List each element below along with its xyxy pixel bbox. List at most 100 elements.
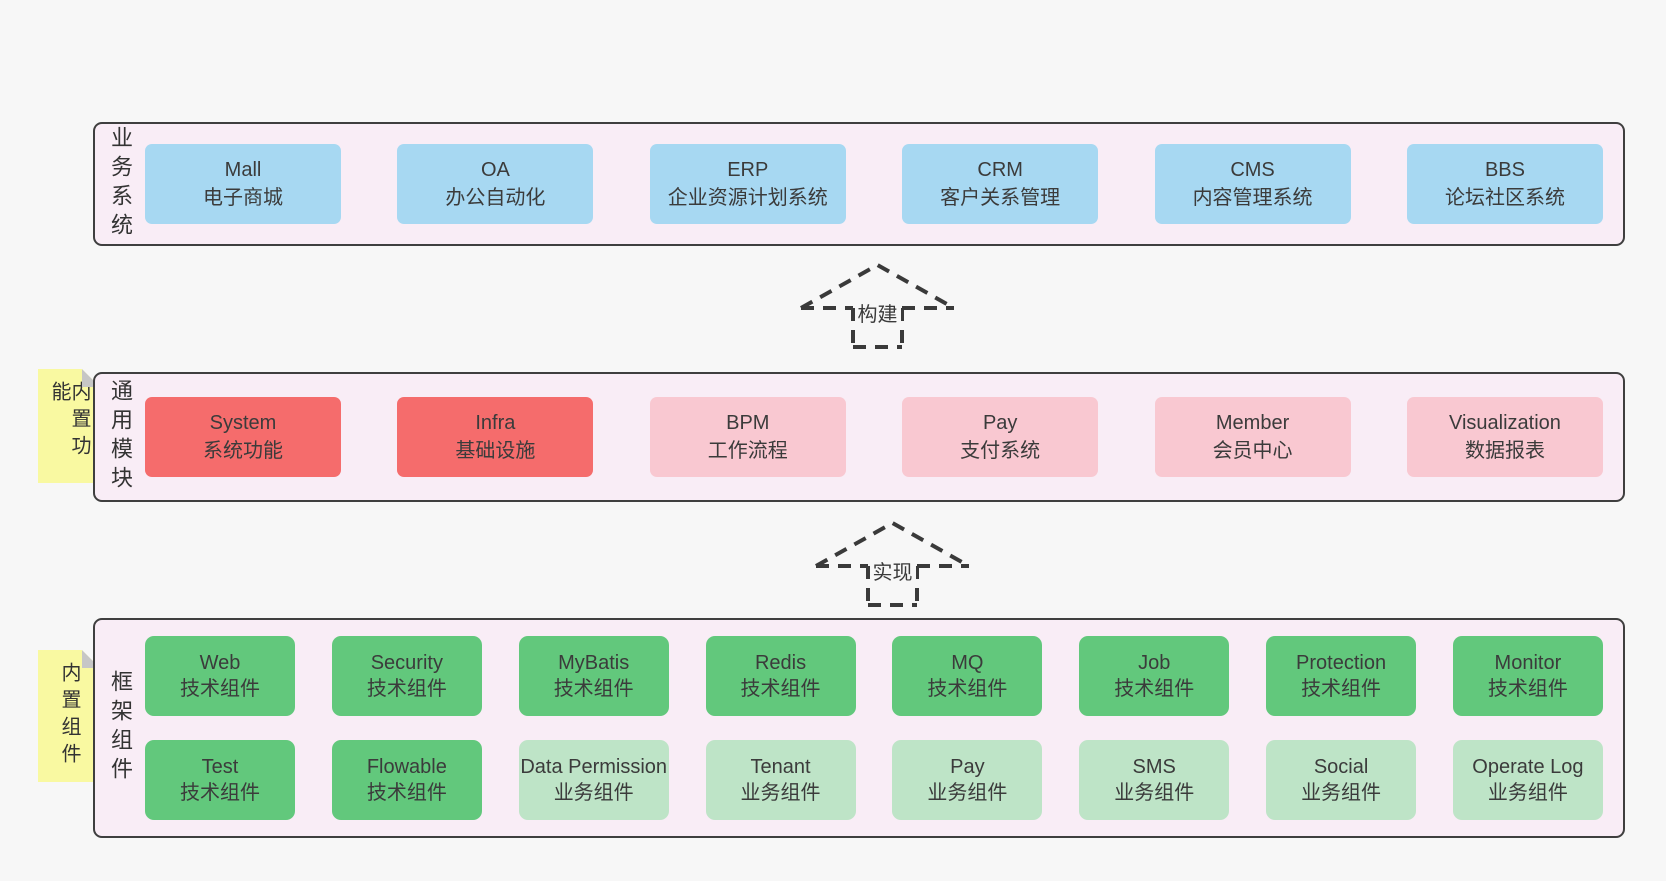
module-boxes: System 系统功能 Infra 基础设施 BPM 工作流程 Pay 支付系统… [145, 374, 1623, 500]
box-system: System 系统功能 [145, 397, 341, 477]
box-oa: OA 办公自动化 [397, 144, 594, 224]
box-bpm: BPM 工作流程 [649, 397, 846, 477]
note-built-in-components: 内置组件 [38, 650, 100, 782]
box-title: Data Permission [520, 756, 668, 778]
box-subtitle: 客户关系管理 [940, 187, 1061, 209]
note-built-in-features: 内置功能 [38, 369, 100, 483]
arrow-build: 构建 [795, 256, 960, 351]
box-mq: MQ 技术组件 [892, 636, 1043, 716]
box-title: MQ [951, 652, 984, 674]
box-subtitle: 技术组件 [1487, 678, 1568, 700]
arrow-implement-label: 实现 [869, 556, 916, 585]
box-title: CRM [977, 159, 1023, 181]
box-test: Test 技术组件 [145, 740, 295, 820]
note-text: 内置组件 [58, 662, 80, 770]
box-subtitle: 内容管理系统 [1192, 187, 1313, 209]
layer-framework-components: 框架组件 Web 技术组件 Security 技术组件 MyBatis 技术组件… [93, 618, 1625, 838]
box-title: Member [1215, 412, 1290, 434]
layer-label-framework: 框架组件 [95, 620, 145, 836]
box-title: Job [1138, 652, 1171, 674]
box-subtitle: 技术组件 [366, 678, 447, 700]
arrow-build-label: 构建 [854, 298, 901, 327]
box-pay: Pay 支付系统 [902, 397, 1099, 477]
box-subtitle: 技术组件 [927, 678, 1008, 700]
box-subtitle: 技术组件 [366, 782, 447, 804]
box-subtitle: 基础设施 [455, 440, 536, 462]
box-operate-log: Operate Log 业务组件 [1452, 740, 1603, 820]
box-visualization: Visualization 数据报表 [1406, 397, 1603, 477]
box-title: Redis [754, 652, 807, 674]
box-data-permission: Data Permission 业务组件 [518, 740, 669, 820]
box-infra: Infra 基础设施 [397, 397, 594, 477]
box-title: Flowable [366, 756, 447, 778]
box-security: Security 技术组件 [331, 636, 482, 716]
layer-business-systems: 业务系统 Mall 电子商城 OA 办公自动化 ERP 企业资源计划系统 CRM… [93, 122, 1625, 246]
box-title: Mall [224, 159, 262, 181]
arrow-implement: 实现 [810, 514, 975, 609]
box-title: Visualization [1448, 412, 1561, 434]
layer-label-business: 业务系统 [95, 124, 145, 244]
box-title: SMS [1132, 756, 1176, 778]
box-title: Monitor [1494, 652, 1562, 674]
box-subtitle: 业务组件 [1114, 782, 1195, 804]
box-subtitle: 业务组件 [1301, 782, 1382, 804]
dashed-up-arrow-icon [800, 262, 955, 349]
box-cms: CMS 内容管理系统 [1154, 144, 1351, 224]
box-mybatis: MyBatis 技术组件 [518, 636, 669, 716]
box-title: MyBatis [558, 652, 630, 674]
box-member: Member 会员中心 [1154, 397, 1351, 477]
box-subtitle: 论坛社区系统 [1444, 187, 1565, 209]
box-erp: ERP 企业资源计划系统 [649, 144, 846, 224]
box-title: Protection [1296, 652, 1387, 674]
box-title: Operate Log [1472, 756, 1584, 778]
layer-label-text: 业务系统 [108, 126, 133, 242]
box-subtitle: 企业资源计划系统 [667, 187, 828, 209]
box-subtitle: 技术组件 [740, 678, 821, 700]
box-title: Social [1313, 756, 1369, 778]
box-subtitle: 技术组件 [1301, 678, 1382, 700]
box-title: BPM [726, 412, 770, 434]
box-pay-biz: Pay 业务组件 [892, 740, 1043, 820]
framework-boxes: Web 技术组件 Security 技术组件 MyBatis 技术组件 Redi… [145, 620, 1623, 836]
box-social: Social 业务组件 [1266, 740, 1417, 820]
box-bbs: BBS 论坛社区系统 [1406, 144, 1603, 224]
business-boxes: Mall 电子商城 OA 办公自动化 ERP 企业资源计划系统 CRM 客户关系… [145, 124, 1623, 244]
framework-row-1: Web 技术组件 Security 技术组件 MyBatis 技术组件 Redi… [145, 636, 1623, 716]
box-subtitle: 系统功能 [203, 440, 283, 462]
box-monitor: Monitor 技术组件 [1452, 636, 1603, 716]
box-subtitle: 会员中心 [1212, 440, 1293, 462]
box-title: Security [370, 652, 443, 674]
box-title: Test [201, 756, 239, 778]
box-subtitle: 业务组件 [740, 782, 821, 804]
box-subtitle: 电子商城 [203, 187, 283, 209]
box-subtitle: 数据报表 [1464, 440, 1545, 462]
box-protection: Protection 技术组件 [1266, 636, 1417, 716]
box-title: BBS [1484, 159, 1525, 181]
box-subtitle: 技术组件 [1114, 678, 1195, 700]
box-redis: Redis 技术组件 [705, 636, 856, 716]
box-subtitle: 技术组件 [553, 678, 634, 700]
box-subtitle: 工作流程 [707, 440, 788, 462]
box-flowable: Flowable 技术组件 [331, 740, 482, 820]
layer-label-text: 框架组件 [108, 670, 133, 786]
box-crm: CRM 客户关系管理 [902, 144, 1099, 224]
box-title: Web [199, 652, 241, 674]
box-title: Pay [950, 756, 985, 778]
dashed-up-arrow-icon [815, 520, 970, 607]
box-title: System [209, 412, 277, 434]
box-subtitle: 业务组件 [927, 782, 1008, 804]
box-title: Pay [982, 412, 1018, 434]
box-subtitle: 业务组件 [1487, 782, 1568, 804]
box-job: Job 技术组件 [1079, 636, 1230, 716]
box-subtitle: 支付系统 [960, 440, 1041, 462]
box-subtitle: 办公自动化 [445, 187, 546, 209]
box-sms: SMS 业务组件 [1079, 740, 1230, 820]
box-title: ERP [727, 159, 769, 181]
layer-label-text: 通用模块 [108, 379, 133, 495]
box-subtitle: 业务组件 [553, 782, 634, 804]
layer-common-modules: 通用模块 System 系统功能 Infra 基础设施 BPM 工作流程 Pay… [93, 372, 1625, 502]
box-subtitle: 技术组件 [180, 678, 260, 700]
box-title: OA [480, 159, 510, 181]
box-mall: Mall 电子商城 [145, 144, 341, 224]
note-text: 内置功能 [48, 381, 90, 462]
